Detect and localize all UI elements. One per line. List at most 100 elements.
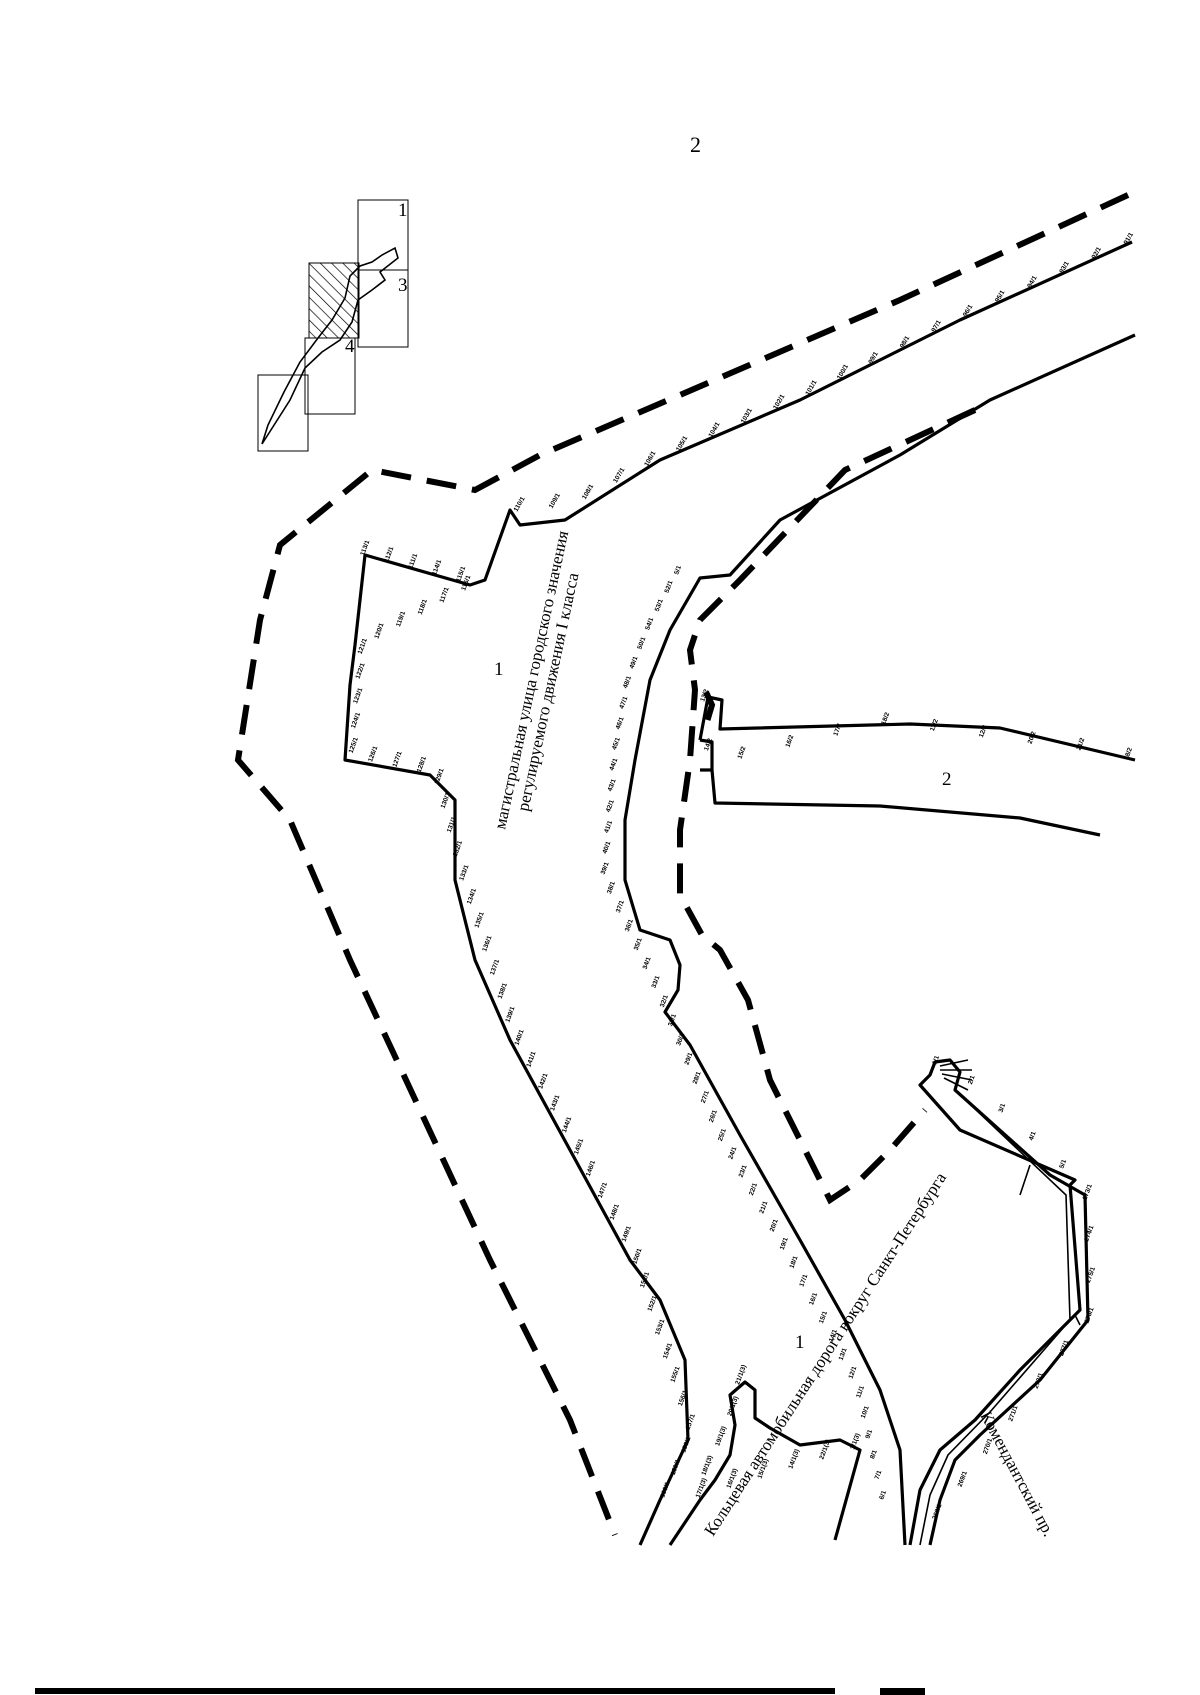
point-label: 20/1 (769, 1218, 780, 1233)
point-label: 147/1 (597, 1181, 609, 1199)
point-label: 118/1 (417, 598, 429, 616)
point-labels-inner-edge: 5/152/153/154/150/149/148/147/146/145/14… (600, 564, 888, 1500)
bottom-rule (35, 1688, 835, 1694)
zone-boundary-branch (703, 690, 716, 726)
point-label: 6/1 (878, 1489, 888, 1500)
point-label: 41/1 (603, 819, 614, 834)
point-label: 95/1 (994, 289, 1007, 304)
point-label: 144/1 (561, 1116, 573, 1134)
point-label: 15/2 (737, 745, 748, 760)
index-label-1: 1 (398, 200, 408, 221)
point-label: 125/1 (348, 736, 360, 754)
zone-label-2-east: 2 (942, 769, 952, 790)
point-label: 110/1 (513, 495, 527, 513)
point-label: 22/1 (748, 1182, 759, 1197)
branch-east-south-edge (700, 768, 1101, 837)
point-label: 47/1 (618, 695, 629, 710)
point-label: 153/1 (654, 1318, 666, 1336)
point-label: 16/1 (808, 1292, 819, 1307)
street-label-komendantsky: Комендантский пр. (976, 1408, 1058, 1540)
point-label: 97/1 (930, 319, 943, 334)
point-label: 93/1 (1058, 260, 1071, 275)
point-label: 26/1 (708, 1109, 719, 1124)
point-label: 94/1 (1026, 274, 1039, 289)
point-label: 3/1 (998, 1102, 1008, 1113)
branch-east-north-edge (707, 695, 1136, 762)
point-label: 98/1 (899, 335, 912, 350)
point-label: 4/1 (1028, 1130, 1038, 1141)
point-label: 126/1 (367, 745, 379, 763)
point-label: 37/1 (615, 899, 626, 914)
point-label: 138/1 (497, 982, 509, 1000)
point-label: 52/1 (664, 579, 675, 594)
point-label: 18/1(3) (701, 1455, 715, 1477)
page-number: 2 (690, 132, 701, 157)
point-label: 155/1 (670, 1365, 682, 1383)
point-label: 32/1 (659, 994, 670, 1009)
point-label: 24/1 (727, 1146, 738, 1161)
point-label: 159/1 (670, 1458, 682, 1476)
point-label: 48/1 (622, 675, 633, 690)
point-label: 25/1 (717, 1128, 728, 1143)
point-label: 1/1 (931, 1054, 941, 1065)
point-label: 123/1 (352, 687, 364, 705)
point-label: 20/2 (1027, 730, 1038, 745)
point-label: 99/1 (867, 350, 880, 365)
branch-east-connector (698, 696, 714, 770)
point-label: 142/1 (537, 1072, 549, 1090)
point-label: 92/1 (1091, 246, 1104, 261)
point-label: 18/2 (880, 711, 891, 726)
point-label: 28/1 (692, 1070, 703, 1085)
point-label: 43/1 (607, 778, 618, 793)
point-label: 136/1 (481, 935, 493, 953)
point-label: 42/1 (605, 799, 616, 814)
point-label: 15/1 (818, 1310, 829, 1325)
point-label: 272/1 (1033, 1372, 1045, 1390)
point-label: 5/1 (673, 564, 683, 575)
point-label: 5/1 (1058, 1158, 1068, 1169)
point-label: 91/1 (1123, 231, 1136, 246)
southeast-strip-mid (1019, 1164, 1081, 1326)
point-label: 2/1 (967, 1074, 977, 1085)
point-label: 21/1 (758, 1200, 769, 1215)
point-label: 39/1 (600, 861, 611, 876)
point-label: 273/1 (1082, 1183, 1094, 1201)
point-label: 122/1 (355, 662, 367, 680)
point-label: 10/1 (860, 1405, 871, 1420)
point-label: 17/1 (798, 1273, 809, 1288)
bottom-rule-right (880, 1688, 925, 1695)
point-label: 20/1(3) (726, 1395, 740, 1417)
point-label: 45/1 (611, 736, 622, 751)
index-map: 1 3 4 (257, 199, 409, 452)
zone-boundary-north (234, 192, 1130, 1537)
point-label: 13/1 (838, 1347, 849, 1362)
point-label: 130/1 (440, 791, 452, 809)
point-label: 19/1 (779, 1236, 790, 1251)
point-label: 53/1 (654, 598, 665, 613)
point-label: 133/1 (458, 864, 470, 882)
southeast-strip-inner (919, 1089, 1071, 1546)
point-label: 8/1 (869, 1449, 879, 1460)
point-label: 143/1 (549, 1094, 561, 1112)
point-label: 12/1 (848, 1365, 859, 1380)
street-label-ring-road: Кольцевая автомобильная дорога вокруг Са… (700, 1169, 950, 1540)
point-label: 9/1 (864, 1428, 874, 1439)
point-label: 27/1 (700, 1090, 711, 1105)
point-label: 119/1 (395, 610, 407, 628)
point-label: 129/1 (434, 767, 446, 785)
point-label: 12/2 (978, 724, 989, 739)
point-label: 17/1(3) (695, 1477, 709, 1499)
point-label: 34/1 (642, 956, 653, 971)
point-label: 154/1 (662, 1342, 674, 1360)
point-label: 101/1 (804, 379, 818, 397)
point-label: 36/1 (624, 918, 635, 933)
point-label: 137/1 (489, 958, 501, 976)
point-label: 35/1 (633, 937, 644, 952)
point-label: 19/1(3) (714, 1425, 728, 1447)
point-label: 158/1 (680, 1436, 692, 1454)
point-label: 111/1 (407, 552, 419, 569)
point-label: 11/1 (855, 1385, 866, 1399)
point-label: 117/1 (439, 586, 451, 604)
point-label: 141/1 (525, 1050, 537, 1068)
